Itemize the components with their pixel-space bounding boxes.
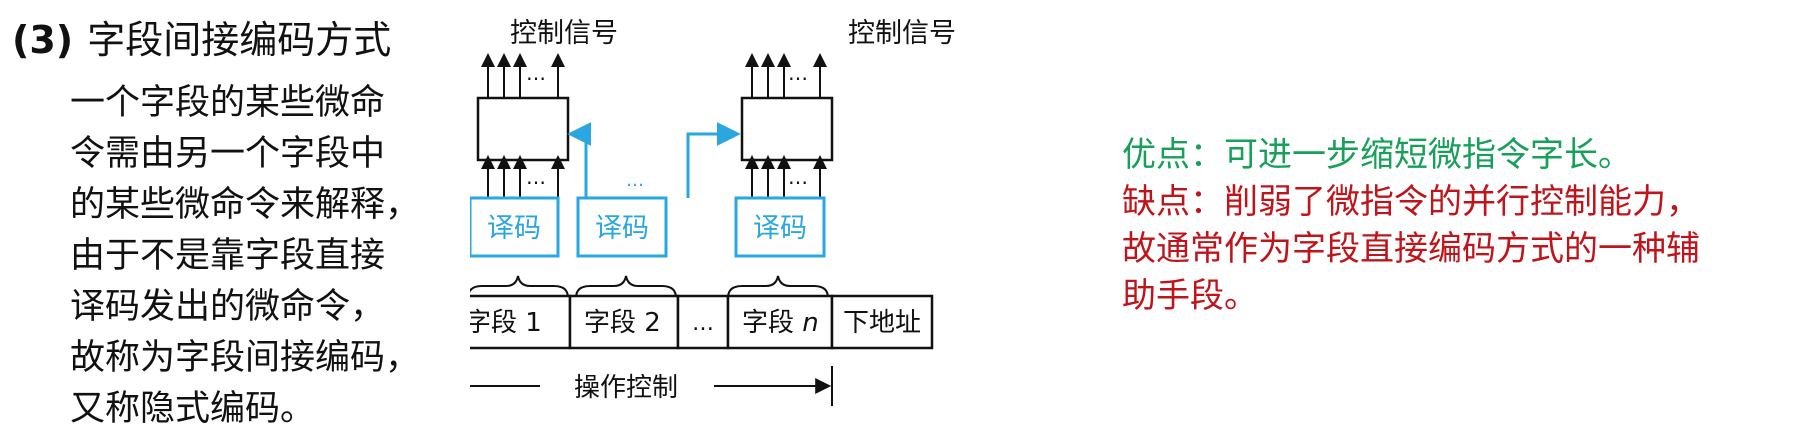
cons-text-line: 故通常作为字段直接编码方式的一种辅 [1122, 229, 1700, 269]
decoder-label-2: 译码 [595, 213, 649, 244]
ellipsis-right-mid: … [788, 165, 808, 189]
field-box-2 [568, 294, 680, 350]
decoder-box-2 [576, 196, 668, 258]
ellipsis-blue: … [626, 170, 644, 191]
ellipsis-left-mid: … [526, 165, 546, 189]
control-signal-label-left: 控制信号 [510, 18, 618, 49]
left-signal-arrows [481, 53, 565, 98]
operation-control-span [470, 366, 833, 406]
operation-control-label: 操作控制 [574, 373, 678, 403]
section-title: 字段间接编码方式 [87, 18, 392, 62]
field-label-1: 字段 1 [470, 308, 542, 338]
decoder-label-1: 译码 [487, 213, 541, 244]
section-heading: (3) 字段间接编码方式 [12, 16, 391, 64]
left-decoder-output-box [476, 96, 570, 162]
decoder-box-3 [734, 196, 826, 258]
ellipsis-right-top: … [788, 61, 808, 85]
pros-text: 优点：可进一步缩短微指令字长。 [1122, 135, 1632, 175]
field-label-2: 字段 2 [584, 308, 661, 338]
ellipsis-left-top: … [526, 61, 546, 85]
description-line: 令需由另一个字段中 [70, 134, 386, 174]
section-number: (3) [12, 18, 74, 62]
cons-text-line: 助手段。 [1122, 276, 1258, 316]
field-braces [470, 275, 829, 299]
next-address-label: 下地址 [843, 308, 921, 338]
right-decoder-output-box [740, 96, 834, 162]
decoder-box-1 [470, 196, 560, 258]
description-line: 由于不是靠字段直接 [70, 236, 386, 276]
indirect-control-links [567, 122, 741, 198]
description-line: 译码发出的微命令， [70, 287, 386, 327]
field-label-n: 字段 n [742, 308, 819, 338]
notes-panel: 优点：可进一步缩短微指令字长。 缺点：削弱了微指令的并行控制能力， 故通常作为字… [1122, 132, 1700, 320]
cons-text-line: 缺点：削弱了微指令的并行控制能力， [1122, 182, 1700, 222]
right-signal-arrows [745, 53, 827, 98]
field-box-3 [676, 294, 730, 350]
description-line: 故称为字段间接编码， [70, 338, 421, 378]
next-address-box [830, 294, 934, 350]
left-input-arrows [481, 155, 565, 198]
decoder-label-3: 译码 [753, 213, 807, 244]
indirect-encoding-diagram: 控制信号 控制信号 … … … … … 译码 译码 [470, 18, 956, 406]
control-signal-label-right: 控制信号 [848, 18, 956, 49]
description-line: 的某些微命令来解释， [70, 185, 421, 225]
description-list: 一个字段的某些微命 令需由另一个字段中 的某些微命令来解释， 由于不是靠字段直接… [70, 78, 420, 435]
microinstruction-fields [470, 294, 934, 350]
description-line: 又称隐式编码。 [70, 389, 316, 429]
field-label-ellipsis: … [692, 311, 714, 336]
right-input-arrows [745, 155, 827, 198]
field-box-1 [470, 294, 572, 350]
description-line: 一个字段的某些微命 [70, 83, 386, 123]
